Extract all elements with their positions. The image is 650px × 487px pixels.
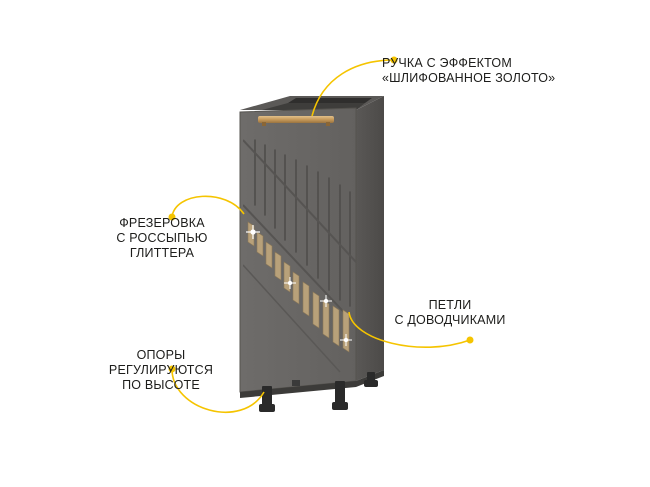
- callout-legs-line2: РЕГУЛИРУЮТСЯ: [108, 363, 214, 377]
- callout-handle-line2: «ШЛИФОВАННОЕ ЗОЛОТО»: [382, 71, 556, 85]
- glitter-inlay: [247, 221, 350, 353]
- cabinet-legs: [240, 370, 384, 412]
- callout-hinges-line1: ПЕТЛИ: [428, 298, 472, 312]
- callout-legs-line3: ПО ВЫСОТЕ: [122, 378, 200, 392]
- callout-milling-line2: С РОССЫПЬЮ: [116, 231, 208, 245]
- callout-milling-line1: ФРЕЗЕРОВКА: [119, 216, 205, 230]
- cabinet-door: [239, 107, 357, 393]
- callout-hinges: ПЕТЛИ С ДОВОДЧИКАМИ: [385, 298, 515, 328]
- callout-dots: [168, 56, 474, 373]
- callout-legs-line1: ОПОРЫ: [136, 348, 186, 362]
- milled-pattern: [243, 139, 356, 373]
- callout-handle: РУЧКА С ЭФФЕКТОМ «ШЛИФОВАННОЕ ЗОЛОТО»: [382, 56, 555, 86]
- gold-handle: [258, 116, 334, 126]
- callout-handle-line1: РУЧКА С ЭФФЕКТОМ: [382, 56, 512, 70]
- callout-milling-line3: ГЛИТТЕРА: [129, 246, 195, 260]
- callout-connectors: [171, 59, 471, 414]
- callout-hinges-line2: С ДОВОДЧИКАМИ: [394, 313, 506, 327]
- sparkle-icons: [246, 225, 352, 346]
- callout-legs: ОПОРЫ РЕГУЛИРУЮТСЯ ПО ВЫСОТЕ: [96, 348, 226, 393]
- cabinet-side-panel: [356, 96, 384, 381]
- callout-milling: ФРЕЗЕРОВКА С РОССЫПЬЮ ГЛИТТЕРА: [99, 216, 225, 261]
